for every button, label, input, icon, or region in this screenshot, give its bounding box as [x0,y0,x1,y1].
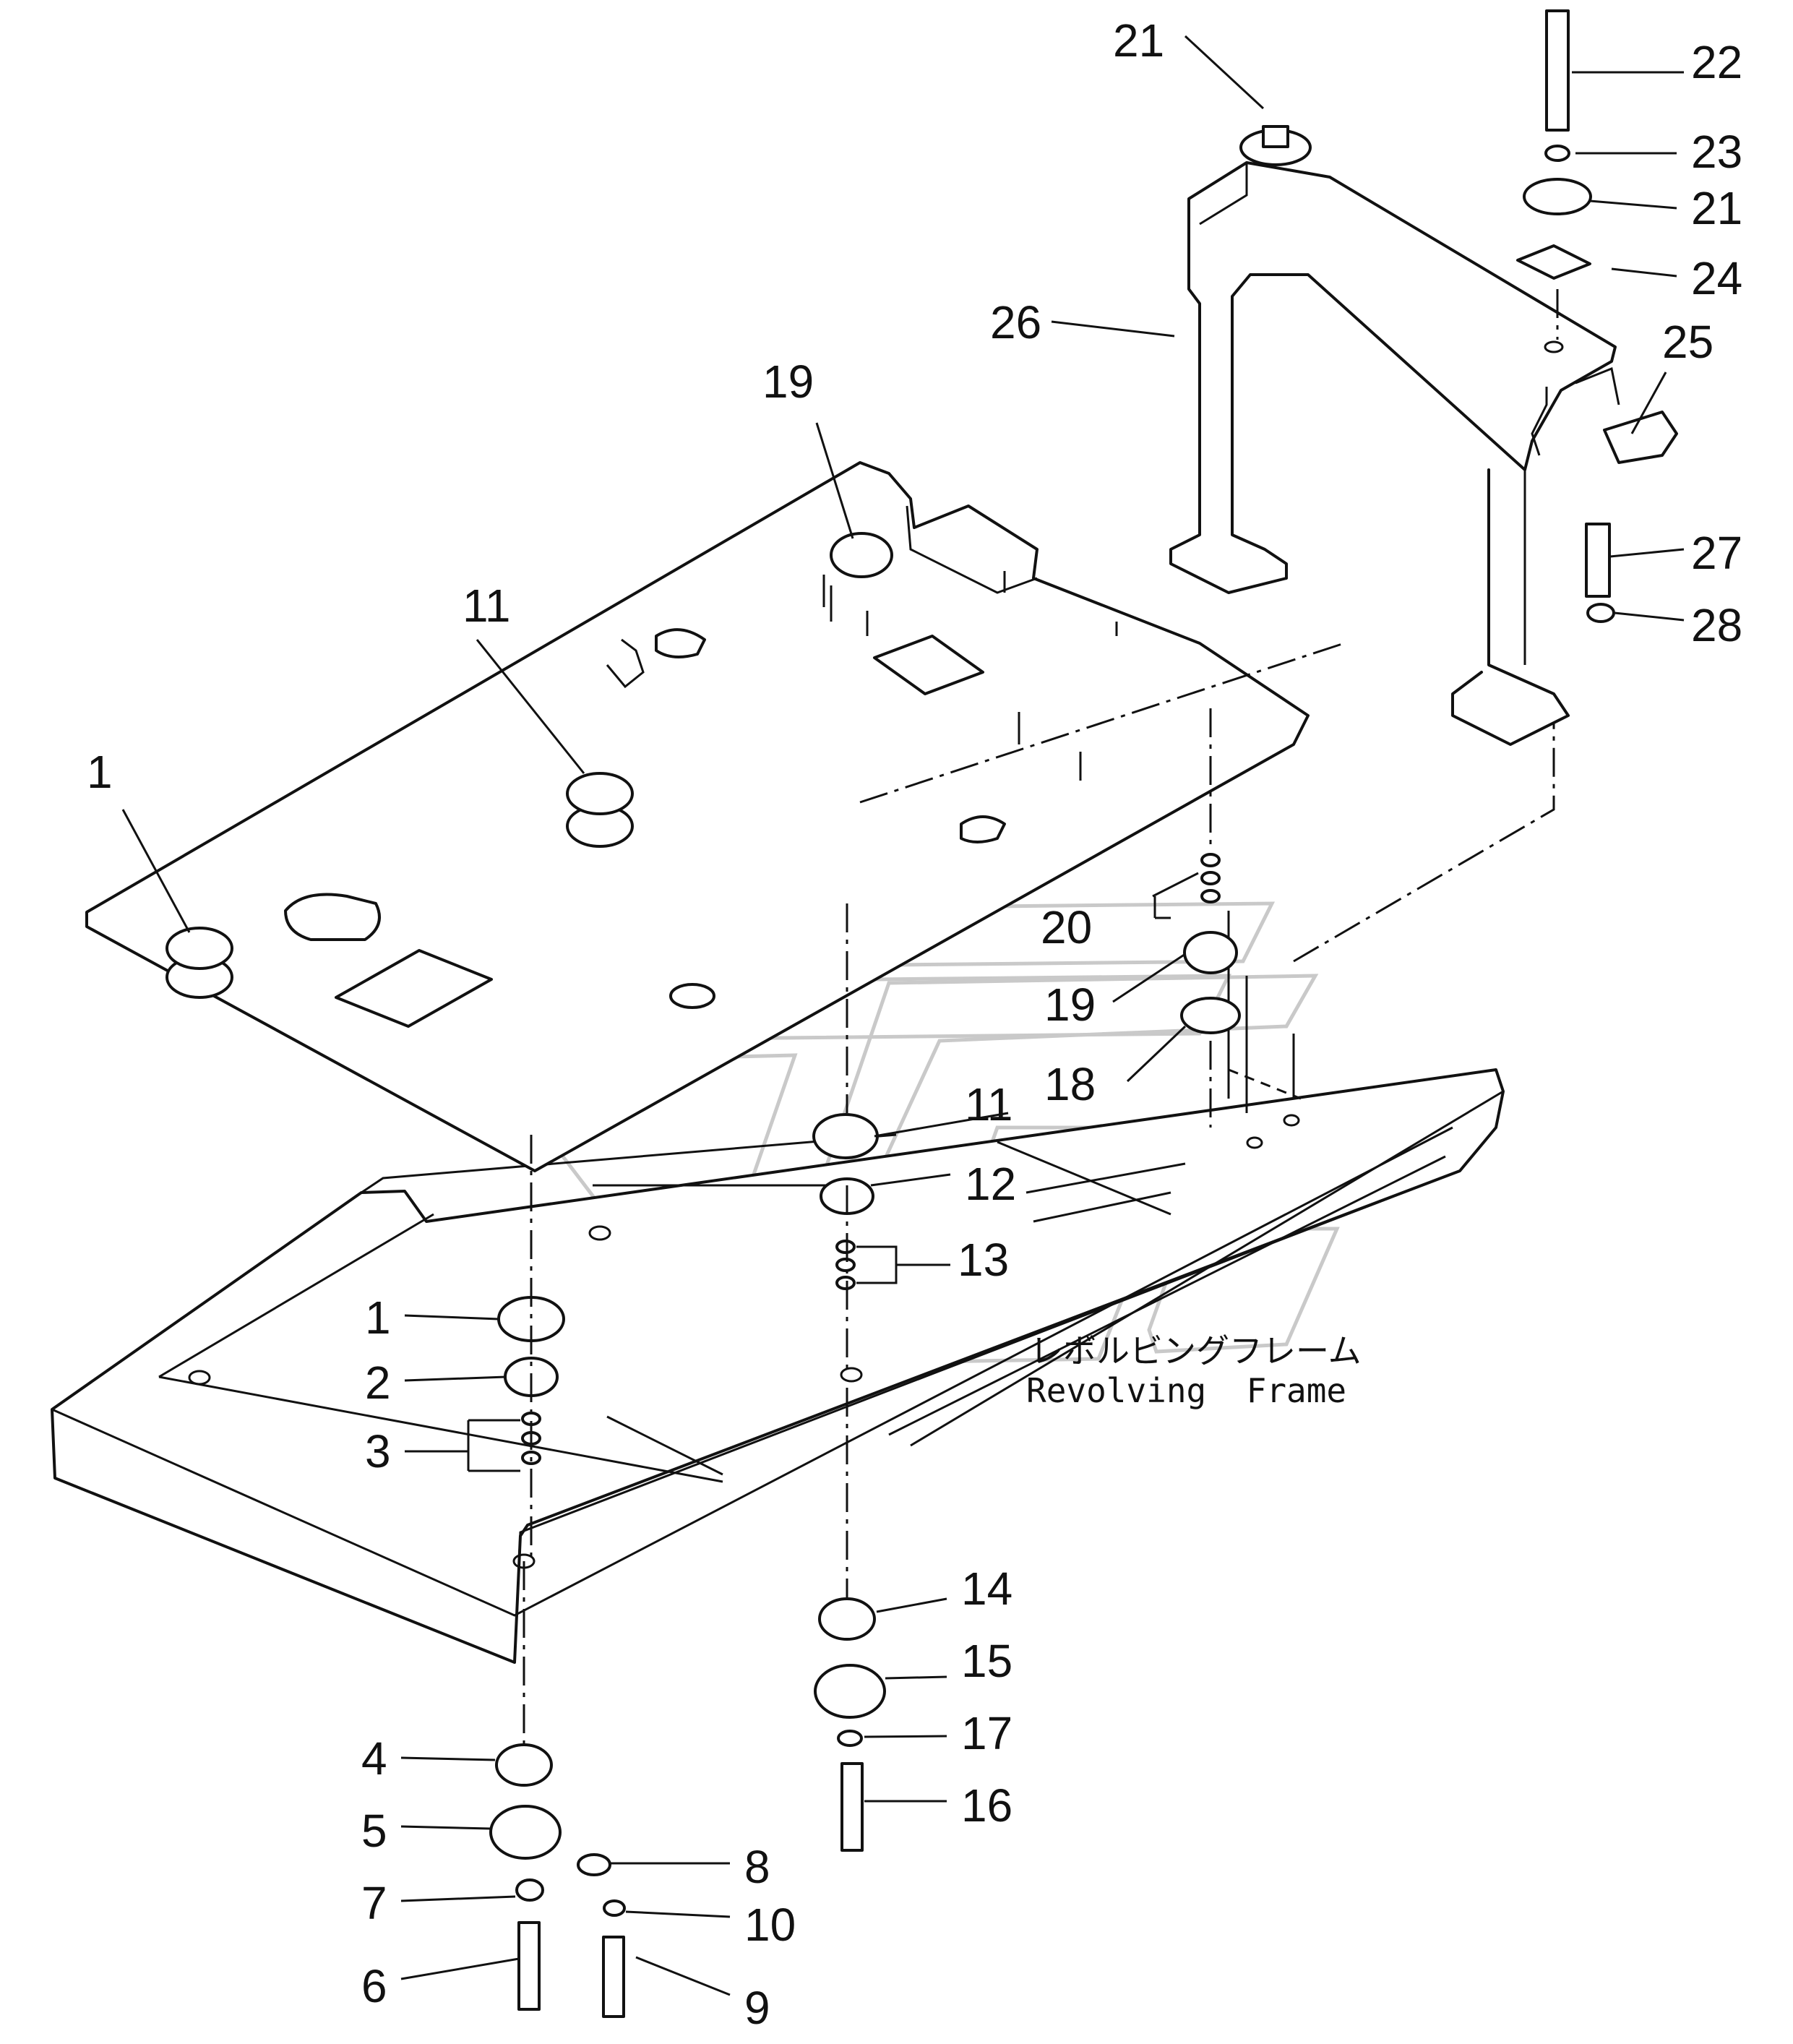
callout-15: 15 [961,1635,1012,1687]
callout-11b: 11 [965,1078,1012,1130]
center-lines [523,289,1559,1749]
callout-9: 9 [744,1982,770,2034]
callout-6: 6 [361,1960,387,2012]
callouts: 1 1 2 3 4 5 6 7 8 9 10 11 11 12 13 14 15… [87,14,1742,2034]
callout-18: 18 [1044,1058,1096,1110]
callout-3: 3 [365,1425,391,1477]
callout-7: 7 [361,1877,387,1929]
callout-5: 5 [361,1805,387,1857]
callout-8: 8 [744,1841,770,1893]
callout-12: 12 [965,1158,1016,1210]
callout-19a: 19 [762,356,814,408]
callout-20: 20 [1041,901,1092,953]
callout-28: 28 [1691,599,1742,651]
callout-22: 22 [1691,36,1742,88]
callout-10: 10 [744,1899,796,1951]
callout-23: 23 [1691,126,1742,178]
callout-27: 27 [1691,527,1742,579]
frame-label-english: Revolving Frame [1026,1371,1346,1410]
frame-label-japanese: レボルビングフレーム [1030,1331,1362,1370]
callout-24: 24 [1691,252,1742,304]
callout-14: 14 [961,1563,1012,1615]
revolving-frame [51,1068,1505,1664]
callout-21a: 21 [1113,14,1164,66]
leader-lines [121,35,1685,1996]
floor-plate [85,461,1310,1172]
callout-26: 26 [990,296,1041,348]
support-frame [1169,161,1678,1113]
callout-11a: 11 [463,580,510,632]
callout-13: 13 [958,1234,1009,1286]
callout-21b: 21 [1691,182,1742,234]
callout-25: 25 [1662,316,1714,368]
callout-2: 2 [365,1357,391,1409]
callout-1a: 1 [87,746,113,798]
callout-16: 16 [961,1779,1012,1832]
callout-17: 17 [961,1707,1012,1759]
callout-1b: 1 [365,1292,391,1344]
callout-19b: 19 [1044,979,1096,1031]
callout-4: 4 [361,1732,387,1785]
mounts [165,9,1615,2018]
